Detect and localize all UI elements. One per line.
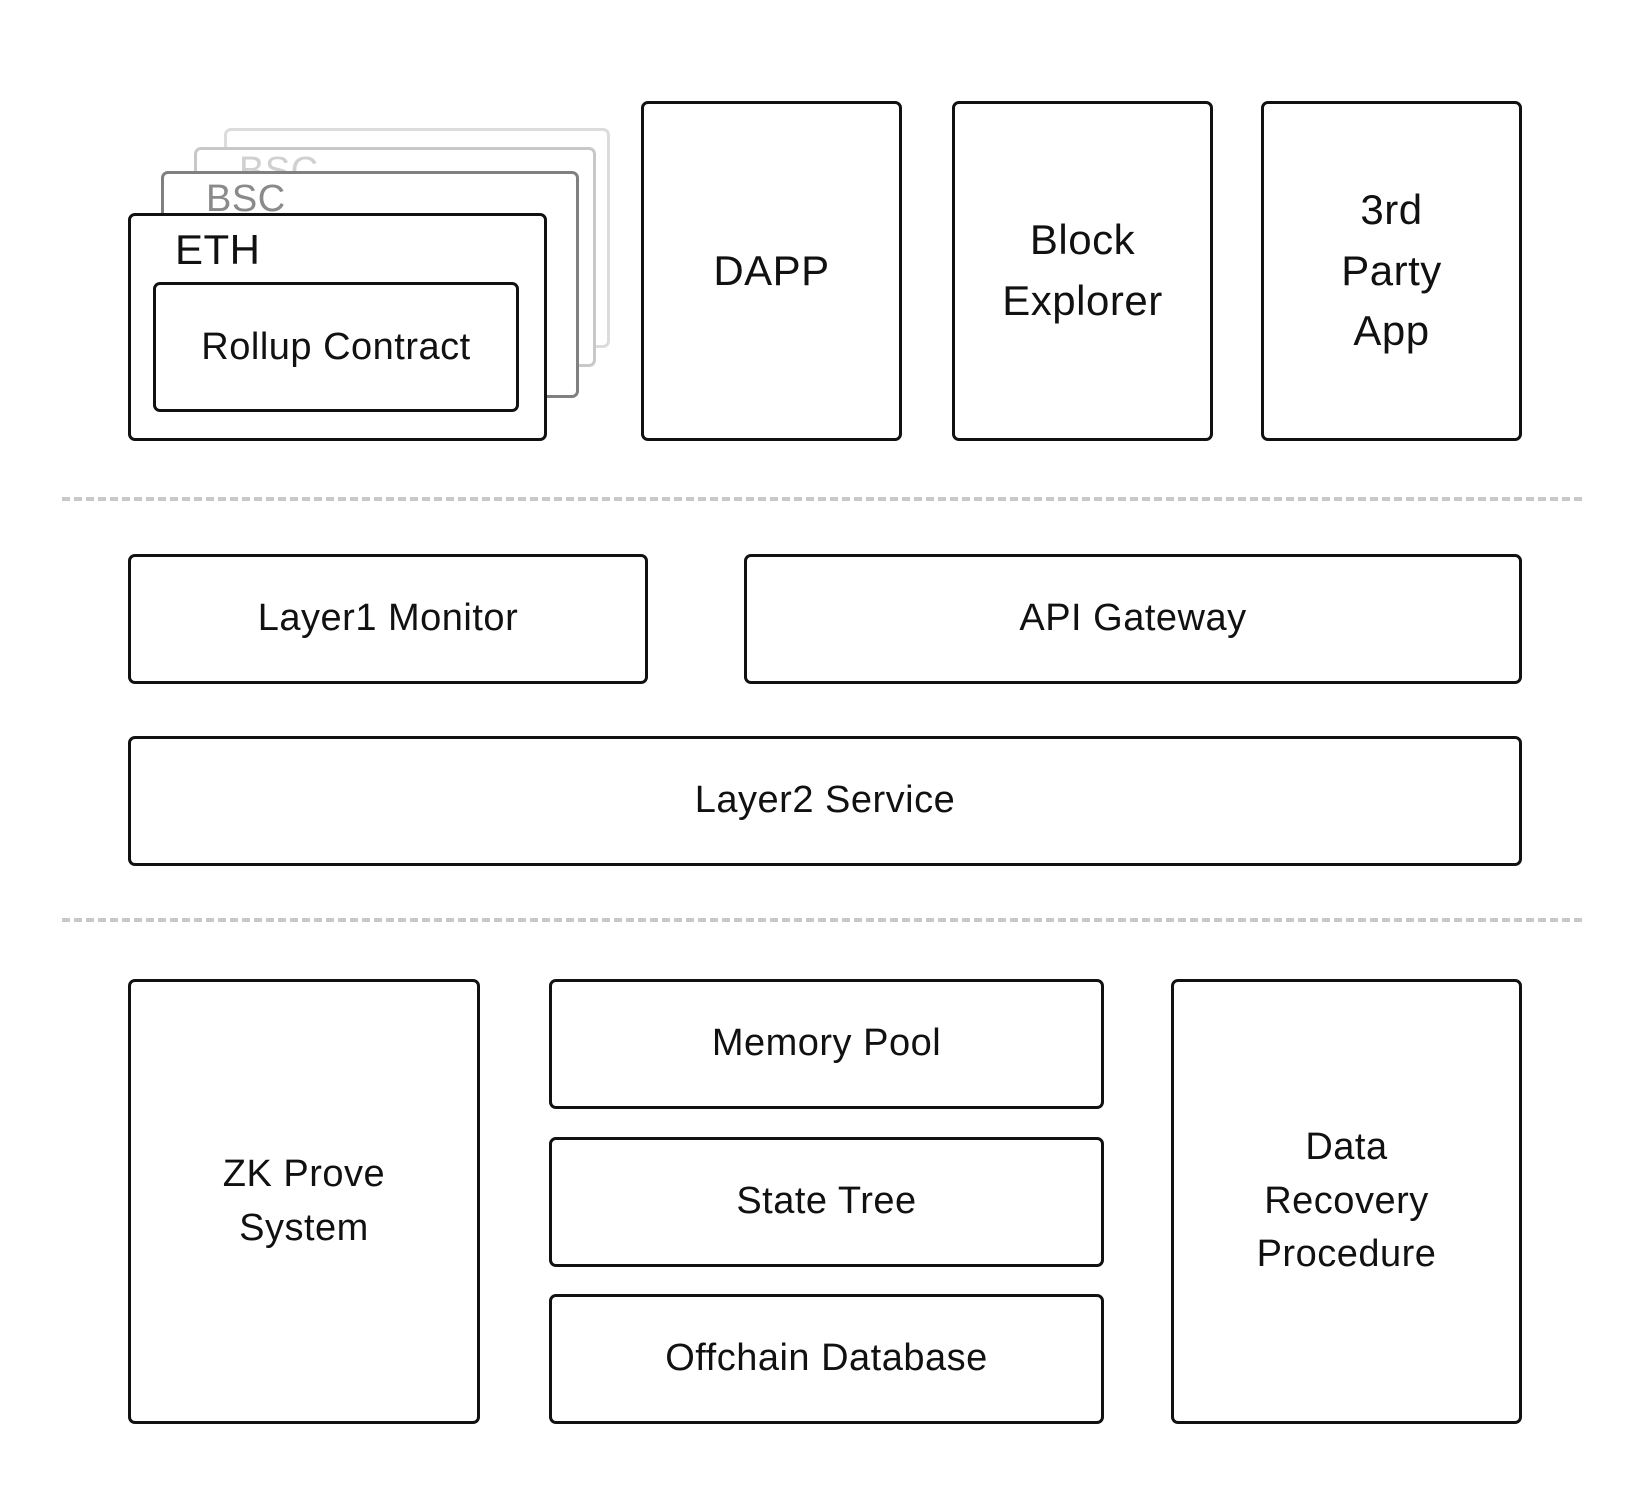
block-explorer-label: Block Explorer xyxy=(1002,210,1162,332)
third-party-app-line-1: 3rd xyxy=(1360,185,1423,233)
state-tree-label: State Tree xyxy=(736,1180,917,1223)
zk-prove-system-line-1: ZK Prove xyxy=(222,1152,386,1195)
layer1-monitor-label: Layer1 Monitor xyxy=(257,597,519,640)
data-recovery-procedure-label: Data Recovery Procedure xyxy=(1257,1121,1437,1283)
data-recovery-procedure-line-1: Data xyxy=(1305,1125,1388,1168)
dapp-label: DAPP xyxy=(713,246,830,294)
layer2-service-box: Layer2 Service xyxy=(128,736,1522,866)
layer2-service-label: Layer2 Service xyxy=(694,779,956,822)
memory-pool-box: Memory Pool xyxy=(549,979,1104,1109)
offchain-database-label: Offchain Database xyxy=(665,1337,988,1380)
tier-divider-top xyxy=(62,497,1582,501)
third-party-app-box: 3rd Party App xyxy=(1261,101,1522,441)
layer1-monitor-box: Layer1 Monitor xyxy=(128,554,648,684)
chain-card-eth: ETH Rollup Contract xyxy=(128,213,547,441)
state-tree-box: State Tree xyxy=(549,1137,1104,1267)
offchain-database-box: Offchain Database xyxy=(549,1294,1104,1424)
data-recovery-procedure-box: Data Recovery Procedure xyxy=(1171,979,1522,1424)
memory-pool-label: Memory Pool xyxy=(711,1022,942,1065)
zk-prove-system-label: ZK Prove System xyxy=(223,1148,385,1256)
zk-prove-system-box: ZK Prove System xyxy=(128,979,480,1424)
api-gateway-label: API Gateway xyxy=(1019,597,1247,640)
rollup-contract-label: Rollup Contract xyxy=(201,325,471,368)
block-explorer-line-2: Explorer xyxy=(1002,277,1163,324)
block-explorer-box: Block Explorer xyxy=(952,101,1213,441)
api-gateway-box: API Gateway xyxy=(744,554,1522,684)
rollup-contract-box: Rollup Contract xyxy=(153,282,519,412)
zk-prove-system-line-2: System xyxy=(239,1206,369,1249)
data-recovery-procedure-line-3: Procedure xyxy=(1256,1233,1437,1276)
tier-divider-bottom xyxy=(62,918,1582,922)
third-party-app-label: 3rd Party App xyxy=(1341,180,1442,363)
block-explorer-line-1: Block xyxy=(1029,216,1136,264)
data-recovery-procedure-line-2: Recovery xyxy=(1264,1179,1429,1222)
third-party-app-line-2: Party xyxy=(1341,246,1442,294)
chain-card-eth-label: ETH xyxy=(175,226,261,273)
third-party-app-line-3: App xyxy=(1353,307,1430,355)
dapp-box: DAPP xyxy=(641,101,902,441)
